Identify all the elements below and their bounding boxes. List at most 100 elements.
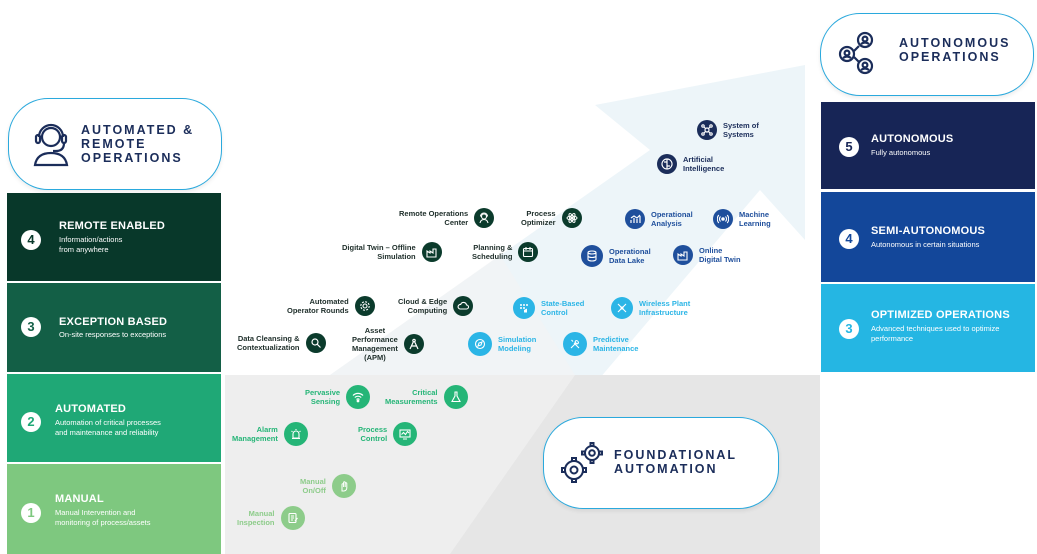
level-5-autonomous: 5 AUTONOMOUS Fully autonomous: [821, 102, 1035, 189]
gear-icon: [354, 296, 375, 316]
node-label: Asset Performance Management (APM): [352, 326, 398, 362]
level-title: REMOTE ENABLED: [59, 220, 166, 232]
level-4-remote-enabled: 4 REMOTE ENABLED Information/actions fro…: [7, 193, 221, 281]
node-process-control: Process Control: [358, 422, 418, 446]
node-system-of-systems: System of Systems: [697, 120, 759, 140]
node-wireless-plant-infrastructure: Wireless Plant Infrastructure: [611, 297, 690, 319]
callout-automated-remote: AUTOMATED & REMOTE OPERATIONS: [8, 98, 222, 190]
node-artificial-intelligence: Artificial Intelligence: [657, 154, 724, 174]
node-label: Online Digital Twin: [699, 246, 741, 264]
compass-icon: [403, 334, 424, 354]
network-people-icon: [838, 31, 874, 75]
node-operational-analysis: Operational Analysis: [625, 209, 693, 229]
factory-icon: [421, 242, 442, 262]
node-label: Simulation Modeling: [498, 335, 537, 353]
level-number: 5: [839, 137, 859, 157]
node-label: Manual Inspection: [237, 509, 275, 527]
node-pervasive-sensing: Pervasive Sensing: [305, 385, 371, 409]
node-cloud-edge-computing: Cloud & Edge Computing: [398, 296, 474, 316]
operator-headset-icon: [33, 123, 69, 167]
level-subtitle: Fully autonomous: [871, 148, 931, 157]
callout-autonomous: AUTONOMOUS OPERATIONS: [820, 13, 1034, 96]
node-operational-data-lake: Operational Data Lake: [581, 245, 651, 267]
level-title: AUTOMATED: [55, 403, 127, 415]
factory-icon: [673, 245, 693, 265]
node-data-cleansing: Data Cleansing & Contextualization: [237, 333, 326, 353]
level-title: EXCEPTION BASED: [59, 316, 168, 328]
node-label: Process Control: [358, 425, 388, 443]
magnifier-icon: [305, 333, 326, 353]
level-subtitle: Manual Intervention and monitoring of pr…: [55, 508, 151, 527]
node-label: Cloud & Edge Computing: [398, 297, 448, 315]
level-4-semi-autonomous: 4 SEMI-AUTONOMOUS Autonomous in certain …: [821, 192, 1035, 282]
node-online-digital-twin: Online Digital Twin: [673, 245, 741, 265]
control-panel-icon: [513, 297, 535, 319]
atom-icon: [561, 208, 582, 228]
ai-brain-icon: [657, 154, 677, 174]
level-subtitle: Autonomous in certain situations: [871, 240, 980, 249]
operator-icon: [474, 208, 495, 228]
node-label: Planning & Scheduling: [472, 243, 513, 261]
clipboard-icon: [280, 506, 305, 530]
arrow-overlay: [225, 255, 575, 554]
node-automated-operator-rounds: Automated Operator Rounds: [287, 296, 375, 316]
hand-icon: [331, 474, 356, 498]
node-label: Digital Twin – Offline Simulation: [342, 243, 416, 261]
level-subtitle: Advanced techniques used to optimize per…: [871, 324, 1000, 343]
node-label: Operational Data Lake: [609, 247, 651, 265]
node-label: Alarm Management: [232, 425, 278, 443]
node-planning-scheduling: Planning & Scheduling: [472, 242, 539, 262]
node-label: Machine Learning: [739, 210, 771, 228]
database-icon: [581, 245, 603, 267]
level-3-exception-based: 3 EXCEPTION BASED On-site responses to e…: [7, 283, 221, 372]
level-number: 4: [839, 229, 859, 249]
node-label: State-Based Control: [541, 299, 585, 317]
node-label: Data Cleansing & Contextualization: [237, 334, 300, 352]
callout-foundational: FOUNDATIONAL AUTOMATION: [543, 417, 779, 509]
callout-title: AUTONOMOUS OPERATIONS: [899, 36, 1011, 64]
signal-icon: [713, 209, 733, 229]
node-process-optimizer: Process Optimizer: [521, 208, 582, 228]
node-machine-learning: Machine Learning: [713, 209, 771, 229]
analytics-chart-icon: [625, 209, 645, 229]
node-label: Remote Operations Center: [399, 209, 469, 227]
node-digital-twin-offline: Digital Twin – Offline Simulation: [342, 242, 442, 262]
wifi-icon: [346, 385, 371, 409]
node-label: Process Optimizer: [521, 209, 556, 227]
callout-title: FOUNDATIONAL AUTOMATION: [614, 448, 738, 476]
wrench-icon: [563, 332, 587, 356]
level-title: SEMI-AUTONOMOUS: [871, 225, 986, 237]
compass-dial-icon: [468, 332, 492, 356]
node-label: Predictive Maintenance: [593, 335, 639, 353]
wireless-icon: [611, 297, 633, 319]
node-manual-inspection: Manual Inspection: [237, 506, 305, 530]
node-label: Pervasive Sensing: [305, 388, 341, 406]
monitor-icon: [393, 422, 418, 446]
level-number: 3: [839, 319, 859, 339]
level-number: 2: [21, 412, 41, 432]
level-number: 1: [21, 503, 41, 523]
flask-icon: [443, 385, 468, 409]
alarm-icon: [283, 422, 308, 446]
level-1-manual: 1 MANUAL Manual Intervention and monitor…: [7, 464, 221, 554]
node-label: Critical Measurements: [385, 388, 438, 406]
node-critical-measurements: Critical Measurements: [385, 385, 468, 409]
calendar-icon: [518, 242, 539, 262]
level-number: 3: [21, 317, 41, 337]
node-label: Manual On/Off: [300, 477, 326, 495]
gears-icon: [561, 442, 603, 483]
level-subtitle: Information/actions from anywhere: [59, 235, 123, 254]
node-label: Automated Operator Rounds: [287, 297, 349, 315]
level-number: 4: [21, 230, 41, 250]
node-apm: Asset Performance Management (APM): [352, 326, 424, 362]
level-3-optimized-operations: 3 OPTIMIZED OPERATIONS Advanced techniqu…: [821, 284, 1035, 372]
node-state-based-control: State-Based Control: [513, 297, 584, 319]
level-title: AUTONOMOUS: [871, 133, 954, 145]
node-remote-operations-center: Remote Operations Center: [399, 208, 495, 228]
cloud-icon: [453, 296, 474, 316]
node-manual-on-off: Manual On/Off: [300, 474, 356, 498]
level-2-automated: 2 AUTOMATED Automation of critical proce…: [7, 374, 221, 462]
level-subtitle: On-site responses to exceptions: [59, 330, 167, 339]
node-label: Wireless Plant Infrastructure: [639, 299, 691, 317]
level-title: OPTIMIZED OPERATIONS: [871, 309, 1010, 321]
